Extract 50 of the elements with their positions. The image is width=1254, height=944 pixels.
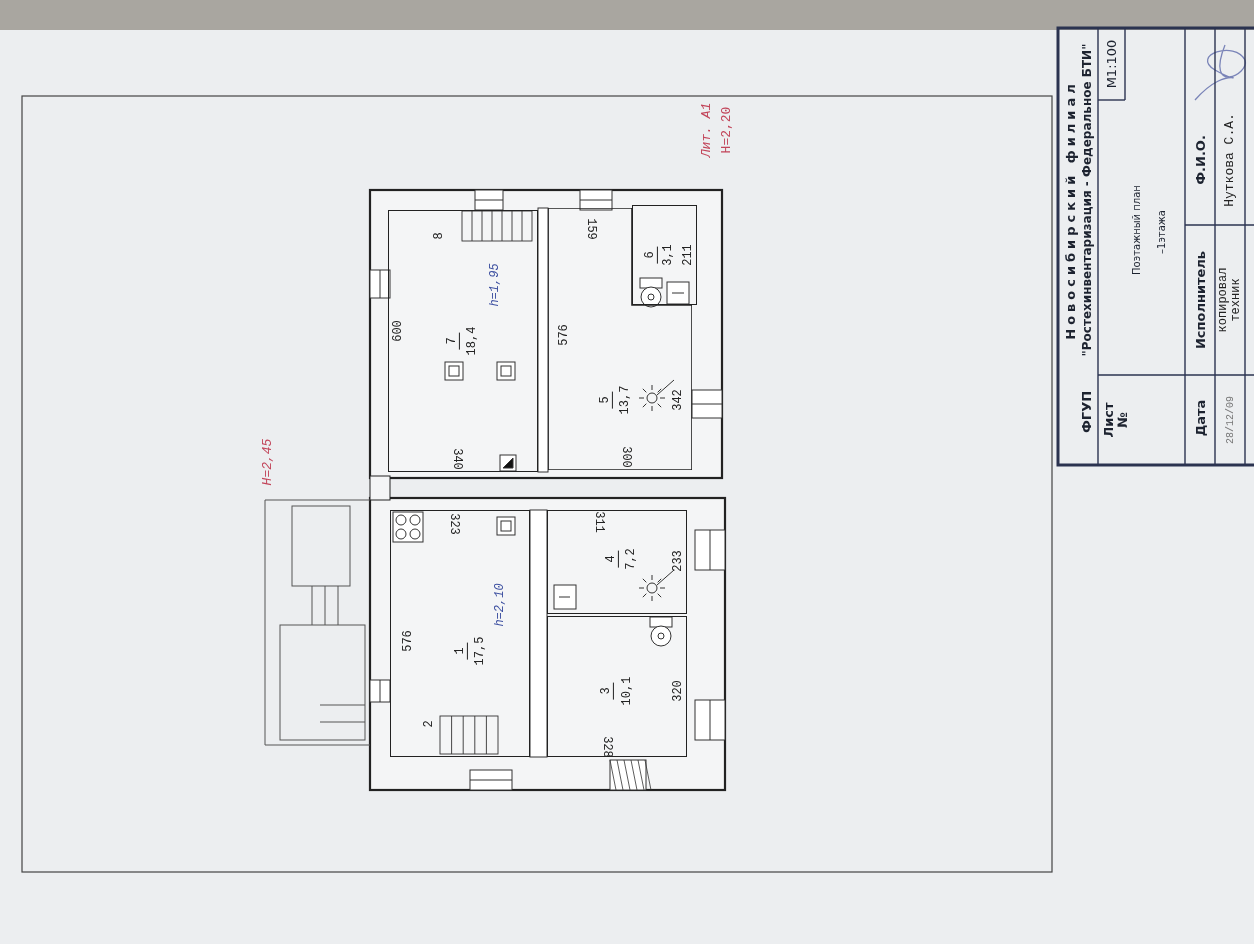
room-dimension: 600	[392, 320, 406, 342]
room-outline	[547, 510, 687, 614]
room-area: 3,1	[662, 244, 676, 266]
room-dimension: 340	[449, 448, 463, 470]
height-label: H=2,45	[260, 438, 276, 486]
table-text: Нуткова С.А.	[1222, 113, 1238, 207]
table-text: –1этажа	[1155, 210, 1167, 254]
table-text: Исполнитель	[1193, 250, 1209, 350]
room-outline	[390, 510, 530, 757]
table-text: Дата	[1193, 399, 1209, 437]
room-dimension: 576	[402, 630, 416, 652]
room-number: 7	[445, 332, 461, 350]
room-number: 4	[604, 550, 620, 568]
room-area: 18,4	[466, 326, 480, 356]
room-number: 5	[598, 391, 614, 409]
room-outline	[548, 208, 692, 470]
room-dimension: 320	[672, 680, 686, 702]
table-text: ФГУП	[1079, 390, 1095, 434]
room-area: 17,5	[474, 636, 488, 666]
table-text: Ф.И.О.	[1193, 135, 1209, 185]
table-text: М1:100	[1104, 39, 1120, 89]
room-dimension: 159	[583, 218, 597, 240]
room-number: 1	[453, 642, 469, 660]
height-label: h=1,95	[489, 263, 503, 307]
table-text: 28/12/09	[1224, 396, 1236, 444]
room-area: 7,2	[625, 548, 639, 570]
table-text: Лист №	[1101, 401, 1131, 440]
stair-number: 2	[423, 720, 437, 728]
room-dimension: 323	[446, 513, 460, 535]
table-text: "Ростехинвентаризация - Федеральное БТИ"	[1081, 43, 1095, 357]
room-number: 6	[643, 246, 659, 264]
building-letter-label: Лит. А1	[699, 102, 715, 158]
room-outline	[388, 210, 538, 472]
room-outline	[632, 205, 697, 305]
room-dimension: 576	[558, 324, 572, 346]
room-outline	[547, 616, 687, 757]
table-text: Поэтажный план	[1130, 185, 1142, 275]
height-label: H=2,20	[719, 106, 735, 154]
height-label: h=2,10	[494, 583, 508, 627]
room-area: 13,7	[619, 385, 633, 415]
table-text: копировал техник	[1216, 266, 1244, 335]
room-dimension: 342	[672, 389, 686, 411]
stair-number: 8	[433, 232, 447, 240]
room-dimension: 211	[682, 244, 696, 266]
table-text: Новосибирский филиал	[1063, 80, 1079, 340]
room-number: 3	[599, 682, 615, 700]
room-area: 10,1	[621, 676, 635, 706]
room-dimension: 311	[591, 511, 605, 533]
room-dimension: 233	[672, 550, 686, 572]
room-dimension: 300	[618, 446, 632, 468]
